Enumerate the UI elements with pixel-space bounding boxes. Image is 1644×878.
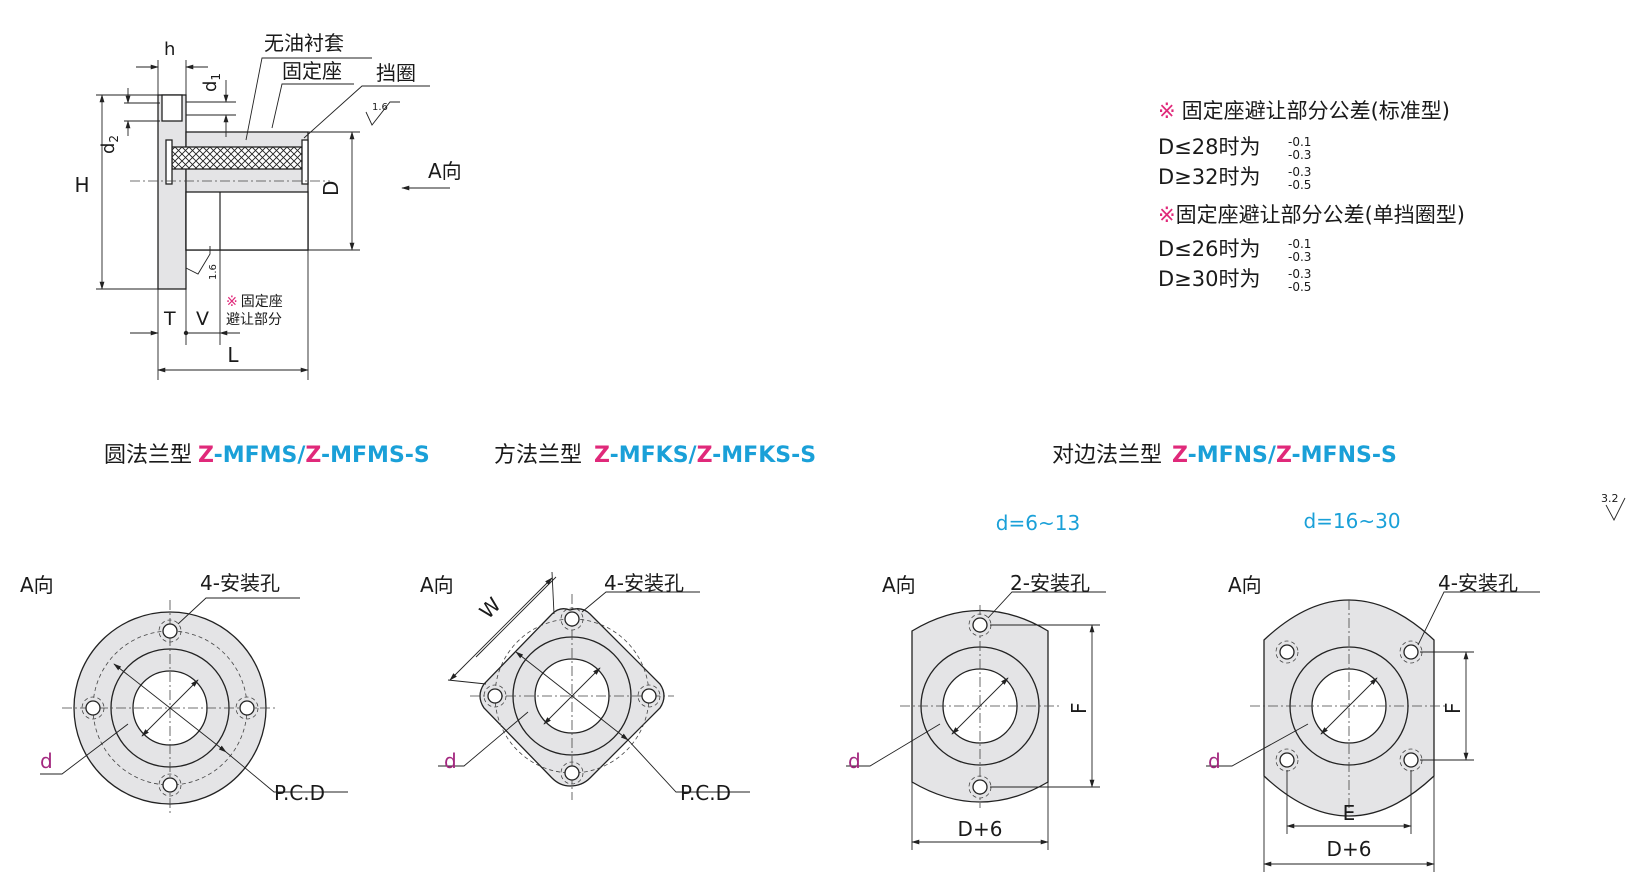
dim-H: H <box>74 173 89 197</box>
dim-L: L <box>227 343 239 367</box>
cut-small-mount-hole <box>968 613 992 637</box>
svg-text:-0.3: -0.3 <box>1288 267 1311 281</box>
svg-text:D≥32时为: D≥32时为 <box>1158 165 1261 189</box>
svg-text:1.6: 1.6 <box>372 102 388 113</box>
oilfree-bushing <box>171 146 303 170</box>
cut-large-mount-hole <box>1275 748 1299 772</box>
svg-text:-0.3: -0.3 <box>1288 148 1311 162</box>
flange-hole <box>161 94 183 122</box>
round-holes-label: 4-安装孔 <box>200 571 280 595</box>
tolerance-row-std-1: D≤28时为 -0.1 -0.3 <box>1158 135 1311 162</box>
round-flange-view: A向 d P.C.D 4-安装孔 <box>20 571 348 816</box>
round-mount-hole <box>235 696 259 720</box>
round-a-direction: A向 <box>20 573 54 597</box>
cut-large-d6-label: D+6 <box>1327 837 1372 861</box>
svg-text:D≤26时为: D≤26时为 <box>1158 237 1261 261</box>
side-view: H d2 h d1 D T V L 无油衬套 固定座 挡圈 <box>74 31 462 380</box>
square-d-label: d <box>444 749 457 773</box>
cut-small-f-label: F <box>1067 702 1091 714</box>
tolerance-row-single-1: D≤26时为 -0.1 -0.3 <box>1158 237 1311 264</box>
round-d-label: d <box>40 749 53 773</box>
dim-h: h <box>164 39 175 60</box>
avoid-section <box>185 191 309 251</box>
svg-text:D≥30时为: D≥30时为 <box>1158 267 1261 291</box>
svg-text:3.2: 3.2 <box>1601 492 1619 505</box>
range-small: d=6~13 <box>996 511 1080 535</box>
label-ring: 挡圈 <box>376 61 416 85</box>
svg-text:-0.5: -0.5 <box>1288 280 1311 294</box>
svg-text:-0.1: -0.1 <box>1288 135 1311 149</box>
tolerance-row-std-2: D≥32时为 -0.3 -0.5 <box>1158 165 1311 192</box>
cut-small-d6-label: D+6 <box>958 817 1003 841</box>
cut-small-holes-label: 2-安装孔 <box>1010 571 1090 595</box>
cut-large-f-label: F <box>1441 702 1465 714</box>
svg-text:1.6: 1.6 <box>208 264 219 280</box>
dim-d1: d1 <box>200 73 223 92</box>
square-mount-hole <box>560 607 584 631</box>
label-seat: 固定座 <box>282 59 342 83</box>
label-oilfree-bushing: 无油衬套 <box>264 31 344 55</box>
square-mount-hole <box>637 684 661 708</box>
label-a-direction: A向 <box>428 159 462 183</box>
cut-large-holes-label: 4-安装孔 <box>1438 571 1518 595</box>
roughness-corner: 3.2 <box>1601 492 1626 521</box>
svg-text:-0.3: -0.3 <box>1288 165 1311 179</box>
ring-left <box>165 139 173 185</box>
square-mount-hole <box>560 761 584 785</box>
cut-flange-small-view: A向 d 2-安装孔 F D+6 <box>846 571 1106 850</box>
dim-D: D <box>319 181 343 196</box>
cut-flange-large-view: A向 d 4-安装孔 F E D+6 <box>1206 571 1540 872</box>
cut-large-mount-hole <box>1275 640 1299 664</box>
square-mount-hole <box>483 684 507 708</box>
cut-small-a-direction: A向 <box>882 573 916 597</box>
tolerance-notes: ※固定座避让部分公差(标准型) D≤28时为 -0.1 -0.3 D≥32时为 … <box>1158 99 1465 294</box>
cut-large-a-direction: A向 <box>1228 573 1262 597</box>
dim-V: V <box>196 308 209 330</box>
note-avoid-1: ※固定座 <box>226 294 283 310</box>
round-pcd-label: P.C.D <box>274 781 325 805</box>
round-mount-hole <box>158 619 182 643</box>
note-avoid-2: 避让部分 <box>226 312 282 328</box>
tolerance-title-single: ※固定座避让部分公差(单挡圈型) <box>1158 203 1465 227</box>
round-mount-hole <box>158 773 182 797</box>
square-pcd-label: P.C.D <box>680 781 731 805</box>
svg-text:-0.5: -0.5 <box>1288 178 1311 192</box>
cut-large-e-label: E <box>1343 801 1356 825</box>
square-holes-label: 4-安装孔 <box>604 571 684 595</box>
roughness-symbol-bottom: 1.6 <box>185 246 219 280</box>
svg-text:-0.1: -0.1 <box>1288 237 1311 251</box>
ring-right <box>301 139 309 185</box>
square-flange-view: A向 W d P.C.D 4-安装孔 <box>420 571 750 805</box>
roughness-symbol-top: 1.6 <box>365 101 400 126</box>
square-a-direction: A向 <box>420 573 454 597</box>
svg-text:D≤28时为: D≤28时为 <box>1158 135 1261 159</box>
flange-section <box>157 94 187 290</box>
dim-d2: d2 <box>98 135 121 154</box>
cut-large-d-label: d <box>1208 749 1221 773</box>
dim-T: T <box>163 308 176 330</box>
svg-text:-0.3: -0.3 <box>1288 250 1311 264</box>
square-w-label: W <box>475 592 506 623</box>
range-large: d=16~30 <box>1303 509 1400 533</box>
round-mount-hole <box>81 696 105 720</box>
cut-small-d-label: d <box>848 749 861 773</box>
tolerance-row-single-2: D≥30时为 -0.3 -0.5 <box>1158 267 1311 294</box>
tolerance-title-standard: ※固定座避让部分公差(标准型) <box>1158 99 1450 123</box>
